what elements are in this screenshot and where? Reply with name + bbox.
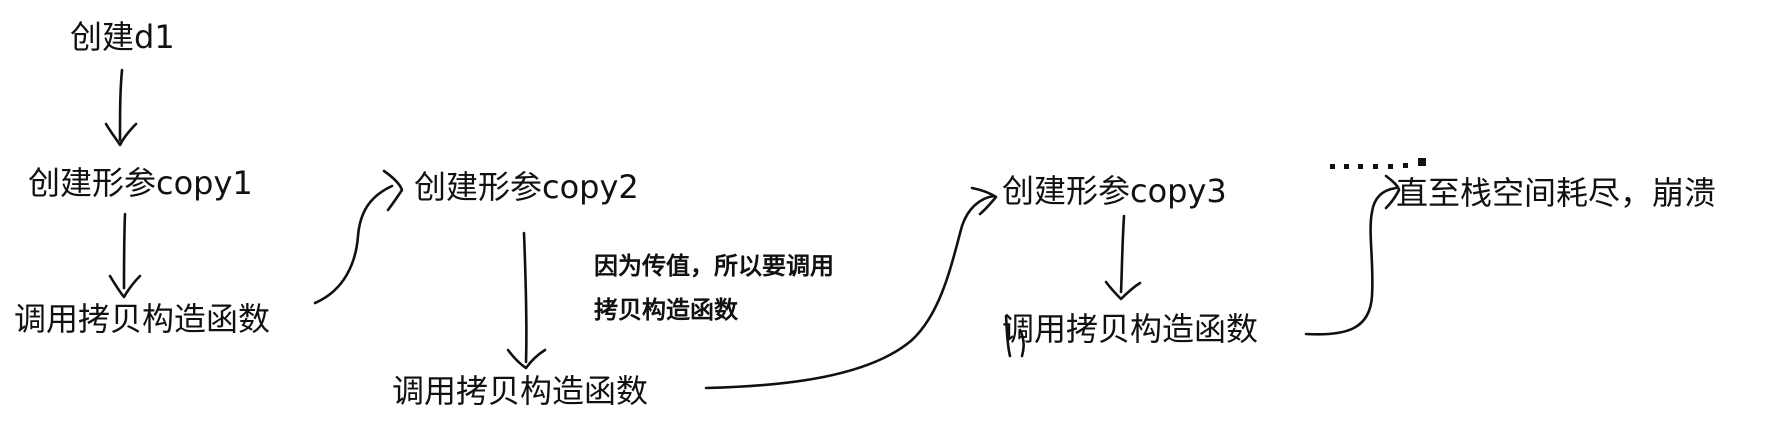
arrow-copy1-to-call1 — [108, 212, 142, 299]
arrow-copy3-to-call3 — [1104, 214, 1142, 301]
arrow-copy2-to-call2 — [506, 231, 547, 370]
node-param-copy3: 创建形参copy3 — [1002, 172, 1227, 210]
annotation-line-1: 因为传值，所以要调用 — [594, 252, 834, 280]
node-create-d1: 创建d1 — [70, 18, 175, 56]
arrow-call3-to-end — [1304, 174, 1401, 336]
node-param-copy2: 创建形参copy2 — [414, 168, 639, 206]
ellipsis-dot — [1388, 164, 1393, 169]
node-call-copy-ctor-3: 调用拷贝构造函数 — [1002, 310, 1259, 348]
node-call-copy-ctor-2: 调用拷贝构造函数 — [392, 372, 649, 410]
node-param-copy1: 创建形参copy1 — [28, 164, 253, 202]
annotation-note: 因为传值，所以要调用 拷贝构造函数 — [594, 244, 834, 332]
node-stack-exhausted: 直至栈空间耗尽，崩溃 — [1396, 174, 1717, 212]
annotation-line-2: 拷贝构造函数 — [594, 296, 738, 324]
ellipsis-dot — [1418, 158, 1426, 166]
arrow-d1-to-copy1 — [104, 68, 138, 147]
ellipsis-dot — [1330, 164, 1335, 169]
ellipsis-dot — [1344, 164, 1349, 169]
ellipsis-dot — [1373, 164, 1378, 169]
node-call-copy-ctor-1: 调用拷贝构造函数 — [14, 300, 271, 338]
ellipsis-dot — [1358, 164, 1363, 169]
ellipsis-dot — [1403, 163, 1408, 168]
arrow-call1-to-copy2 — [313, 169, 404, 305]
